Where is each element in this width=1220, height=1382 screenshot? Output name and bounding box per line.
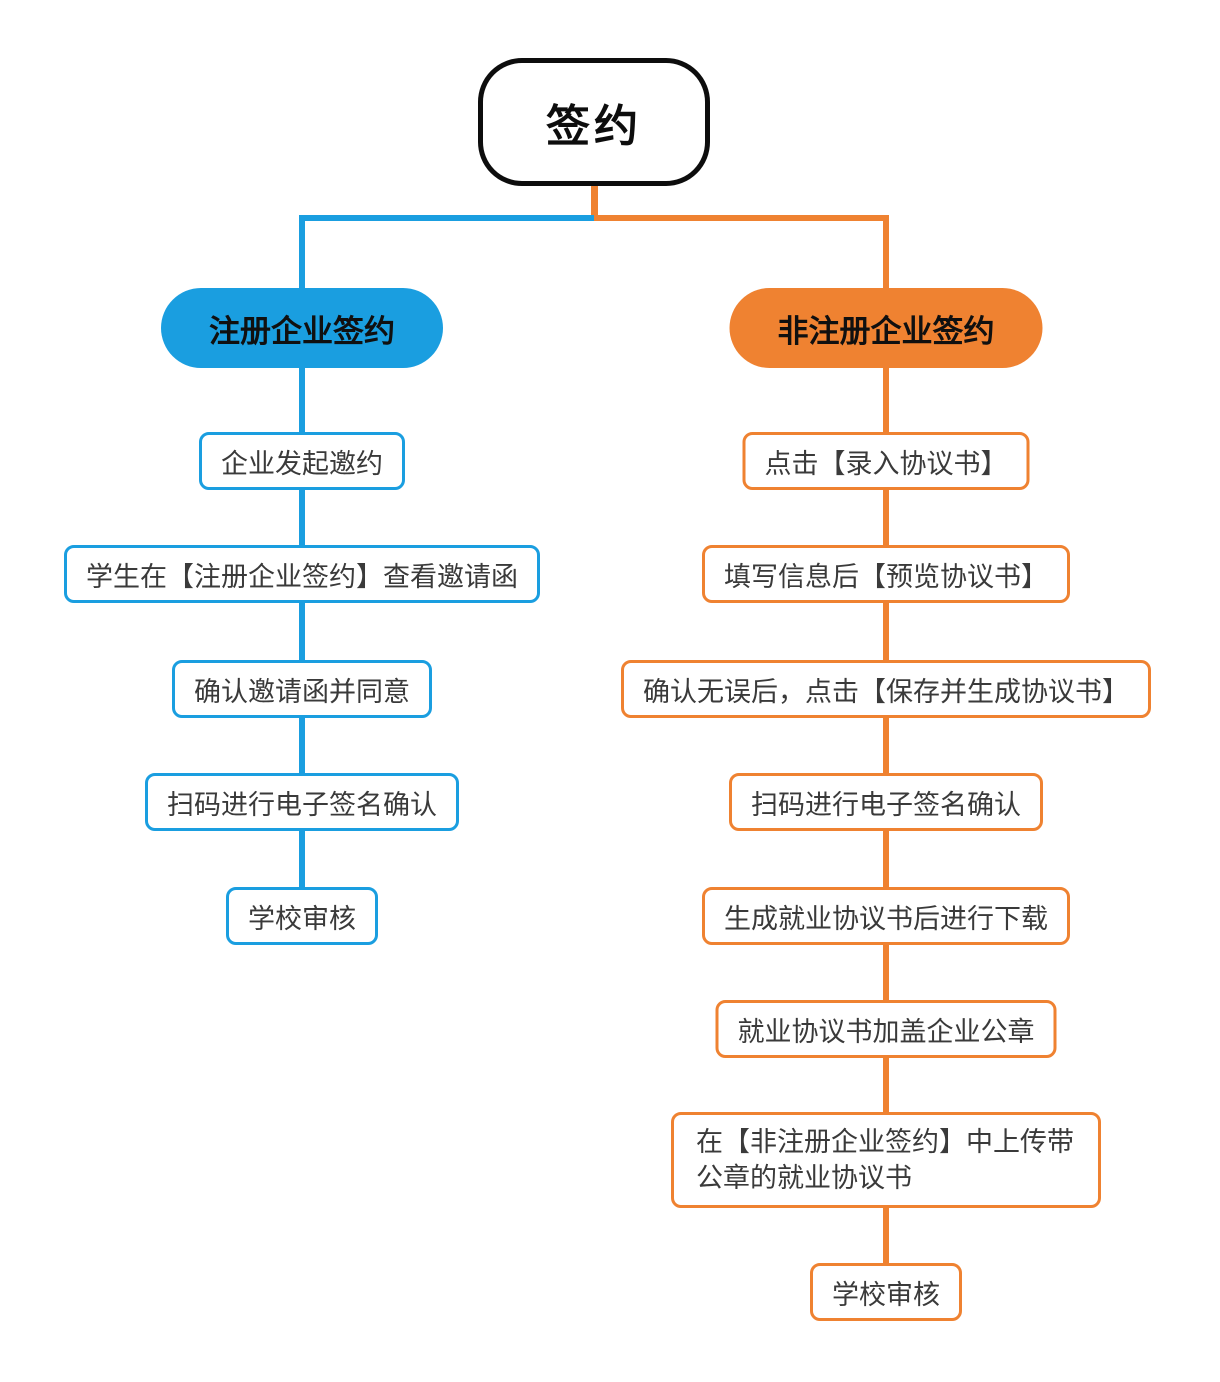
right-step-3: 确认无误后，点击【保存并生成协议书】: [621, 660, 1151, 718]
left-step-2: 学生在【注册企业签约】查看邀请函: [64, 545, 540, 603]
left-step-4: 扫码进行电子签名确认: [145, 773, 459, 831]
left-step-1: 企业发起邀约: [199, 432, 405, 490]
connector-horizontal-right: [594, 215, 889, 221]
connector-left-branch-spine: [299, 320, 305, 916]
right-step-1: 点击【录入协议书】: [742, 432, 1030, 490]
connector-horizontal-left: [299, 215, 594, 221]
right-step-6: 就业协议书加盖企业公章: [715, 1000, 1057, 1058]
left-branch-header: 注册企业签约: [161, 288, 443, 368]
connector-root-stub: [591, 183, 598, 221]
connector-drop-right: [883, 215, 889, 300]
root-node: 签约: [478, 58, 710, 186]
right-branch-header: 非注册企业签约: [729, 288, 1043, 368]
right-step-5: 生成就业协议书后进行下载: [702, 887, 1070, 945]
right-step-2: 填写信息后【预览协议书】: [702, 545, 1070, 603]
left-step-5: 学校审核: [226, 887, 378, 945]
left-step-3: 确认邀请函并同意: [172, 660, 432, 718]
right-step-8: 学校审核: [810, 1263, 962, 1321]
right-step-7: 在【非注册企业签约】中上传带公章的就业协议书: [671, 1112, 1101, 1208]
connector-drop-left: [299, 215, 305, 300]
right-step-4: 扫码进行电子签名确认: [729, 773, 1043, 831]
